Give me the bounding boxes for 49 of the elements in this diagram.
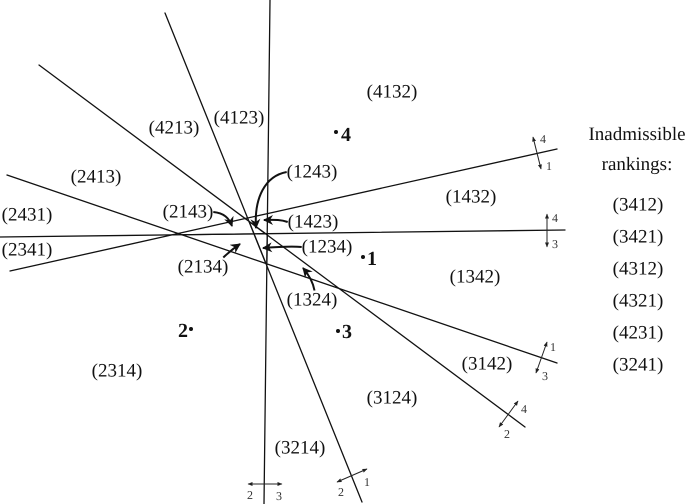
region-label: (1423) (288, 212, 338, 232)
leader-arrow (262, 242, 302, 252)
ranking-label: (3421) (612, 228, 664, 246)
list-heading: Inadmissible rankings: (587, 123, 687, 177)
region-label: (2413) (70, 168, 122, 186)
region-label: (1234) (302, 238, 352, 256)
side-label: 4 (552, 212, 558, 224)
leader-arrow (302, 267, 316, 291)
side-label: 3 (542, 370, 548, 382)
region-label: (2143) (162, 202, 214, 222)
ranking-label: (3241) (612, 356, 664, 374)
ranking-label: (3412) (612, 196, 664, 214)
leader-arrow (213, 211, 234, 227)
side-label: 1 (550, 341, 556, 353)
region-label: (4123) (214, 108, 264, 128)
region-label: (4213) (148, 118, 200, 138)
side-label: 2 (504, 428, 510, 440)
leader-arrow (250, 171, 287, 229)
ranking-label: (4231) (612, 324, 664, 342)
region-area (246, 212, 268, 234)
side-label: 4 (521, 403, 527, 415)
side-label: 3 (276, 490, 282, 502)
side-label: 4 (540, 133, 546, 145)
region-label: (3214) (274, 438, 326, 458)
region-label: (2134) (178, 258, 228, 276)
region-label: (1243) (286, 162, 338, 182)
region-area (253, 233, 268, 264)
side-label: 1 (546, 160, 552, 172)
side-label: 1 (364, 476, 370, 488)
region-label: (2431) (2, 206, 52, 224)
side-label: 2 (338, 486, 344, 498)
point-label: 2 (178, 321, 188, 341)
region-label: (1342) (450, 268, 500, 286)
point-label: 1 (367, 249, 377, 269)
region-label: (3142) (462, 354, 512, 374)
leader-arrow (222, 243, 241, 258)
region-label: (3124) (366, 388, 418, 408)
leader-arrow (263, 214, 288, 225)
ranking-label: (4321) (612, 292, 664, 310)
region-label: (1432) (446, 188, 496, 206)
region-label: (2341) (2, 240, 52, 260)
ranking-label: (4312) (612, 260, 664, 278)
region-label: (1324) (286, 290, 338, 310)
point-label: 4 (341, 125, 351, 145)
side-label: 3 (552, 238, 558, 250)
region-label: (4132) (366, 82, 418, 102)
side-label: 2 (247, 489, 253, 501)
point-label: 3 (342, 322, 352, 342)
region-label: (2314) (92, 362, 142, 380)
